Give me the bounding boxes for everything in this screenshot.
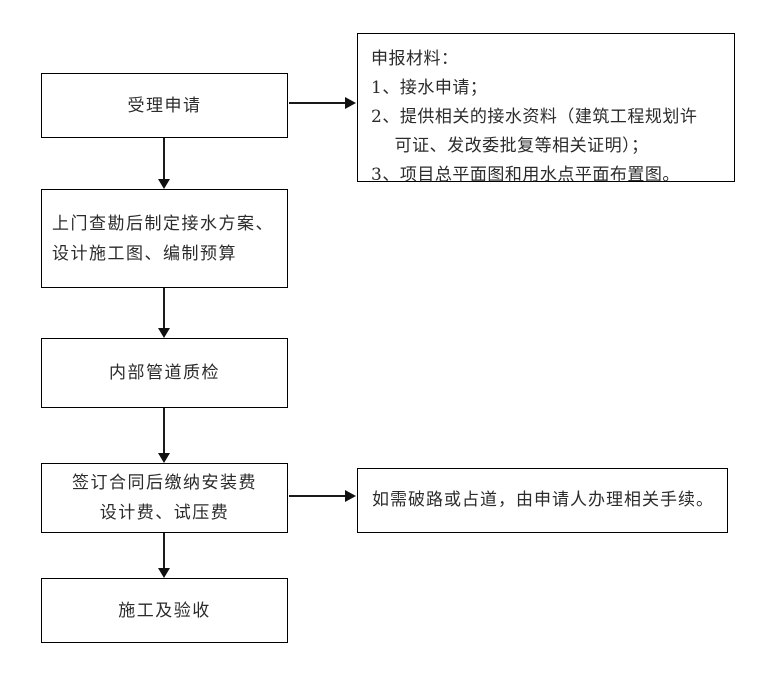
road-permit-text: 如需破路或占道，由申请人办理相关手续。 [372,490,714,510]
connector-step1-step2-arrowhead [158,179,170,189]
materials-item-2-cont: 可证、发改委批复等相关证明）； [371,136,649,156]
connector-step2-step3-line [163,288,165,328]
connector-step1-step2-line [163,138,165,179]
process-node-construction-acceptance[interactable]: 施工及验收 [41,578,288,643]
annotation-box-road-permit[interactable]: 如需破路或占道，由申请人办理相关手续。 [357,468,728,533]
connector-step2-step3-arrowhead [158,328,170,338]
connector-step4-road-line [289,495,345,497]
process-node-internal-pipe-inspection[interactable]: 内部管道质检 [41,338,288,408]
connector-step4-step5-line [163,533,165,568]
materials-heading: 申报材料： [371,49,459,69]
process-node-contract-and-fees[interactable]: 签订合同后缴纳安装费 设计费、试压费 [41,463,288,533]
materials-item-2: 2、提供相关的接水资料（建筑工程规划许 [371,107,698,127]
materials-item-1: 1、接水申请； [371,78,488,98]
materials-item-3: 3、项目总平面图和用水点平面布置图。 [371,165,680,185]
process-node-accept-application[interactable]: 受理申请 [41,73,288,138]
connector-step4-step5-arrowhead [158,568,170,578]
connector-step1-materials-arrowhead [345,97,356,109]
connector-step4-road-arrowhead [345,490,356,502]
connector-step3-step4-arrowhead [158,453,170,463]
connector-step1-materials-line [289,102,345,104]
annotation-box-required-materials[interactable]: 申报材料： 1、接水申请； 2、提供相关的接水资料（建筑工程规划许 可证、发改委… [357,33,735,185]
materials-list: 申报材料： 1、接水申请； 2、提供相关的接水资料（建筑工程规划许 可证、发改委… [358,34,734,190]
process-node-site-survey-plan[interactable]: 上门查勘后制定接水方案、设计施工图、编制预算 [41,189,288,288]
connector-step3-step4-line [163,408,165,453]
